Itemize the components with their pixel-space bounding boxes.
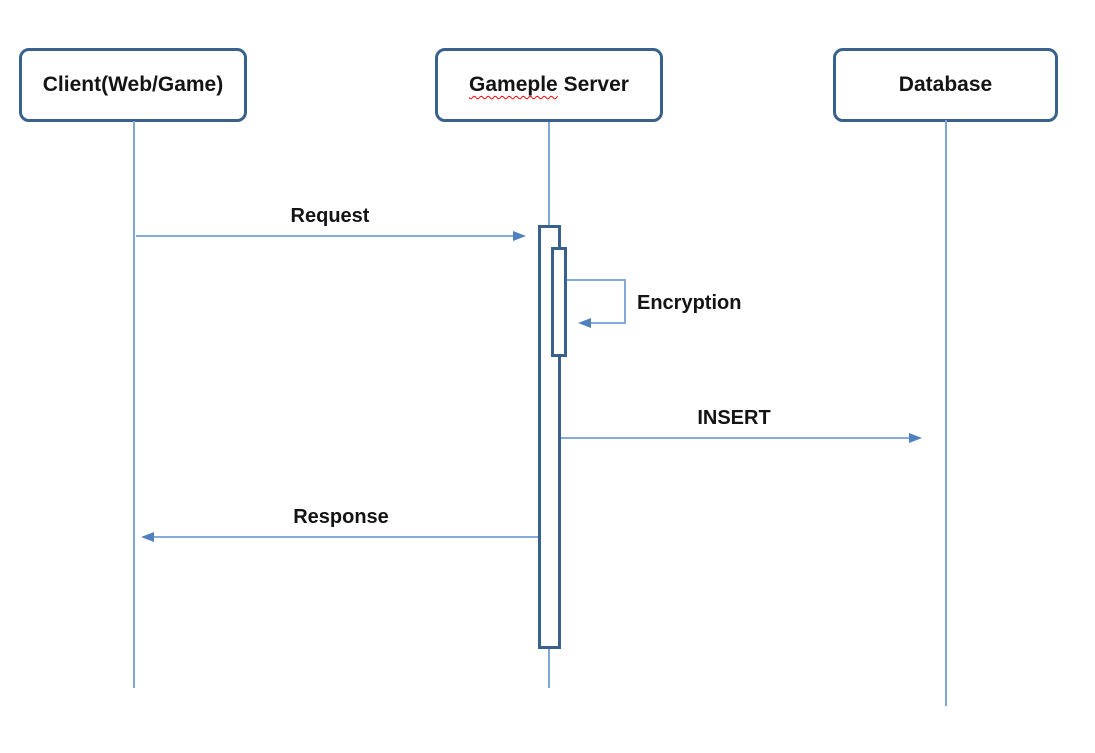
message-line-request — [136, 235, 513, 237]
lifeline-client — [133, 121, 135, 688]
actor-box-gameple-server: Gameple Server — [435, 48, 663, 122]
message-label-encryption: Encryption — [637, 292, 742, 314]
actor-box-client: Client(Web/Game) — [19, 48, 247, 122]
arrowhead-encryption-icon — [578, 317, 591, 328]
arrowhead-insert-icon — [909, 432, 922, 443]
message-label-response: Response — [293, 506, 389, 528]
actor-label-server-word2: Server — [563, 73, 629, 96]
lifeline-database — [945, 120, 947, 706]
message-label-request: Request — [290, 205, 370, 227]
message-line-response — [153, 536, 539, 538]
message-line-encryption-top — [567, 279, 626, 281]
actor-label-client: Client(Web/Game) — [42, 73, 224, 96]
actor-label-database: Database — [898, 73, 993, 96]
actor-box-database: Database — [833, 48, 1058, 122]
message-label-insert: INSERT — [697, 407, 771, 429]
arrowhead-response-icon — [141, 531, 154, 542]
arrowhead-request-icon — [513, 230, 526, 241]
message-line-encryption-bottom — [584, 322, 626, 324]
message-line-encryption-right — [624, 279, 626, 324]
activation-bar-server-inner — [551, 247, 567, 357]
message-line-insert — [561, 437, 909, 439]
actor-label-server-word1: Gameple — [469, 73, 558, 96]
